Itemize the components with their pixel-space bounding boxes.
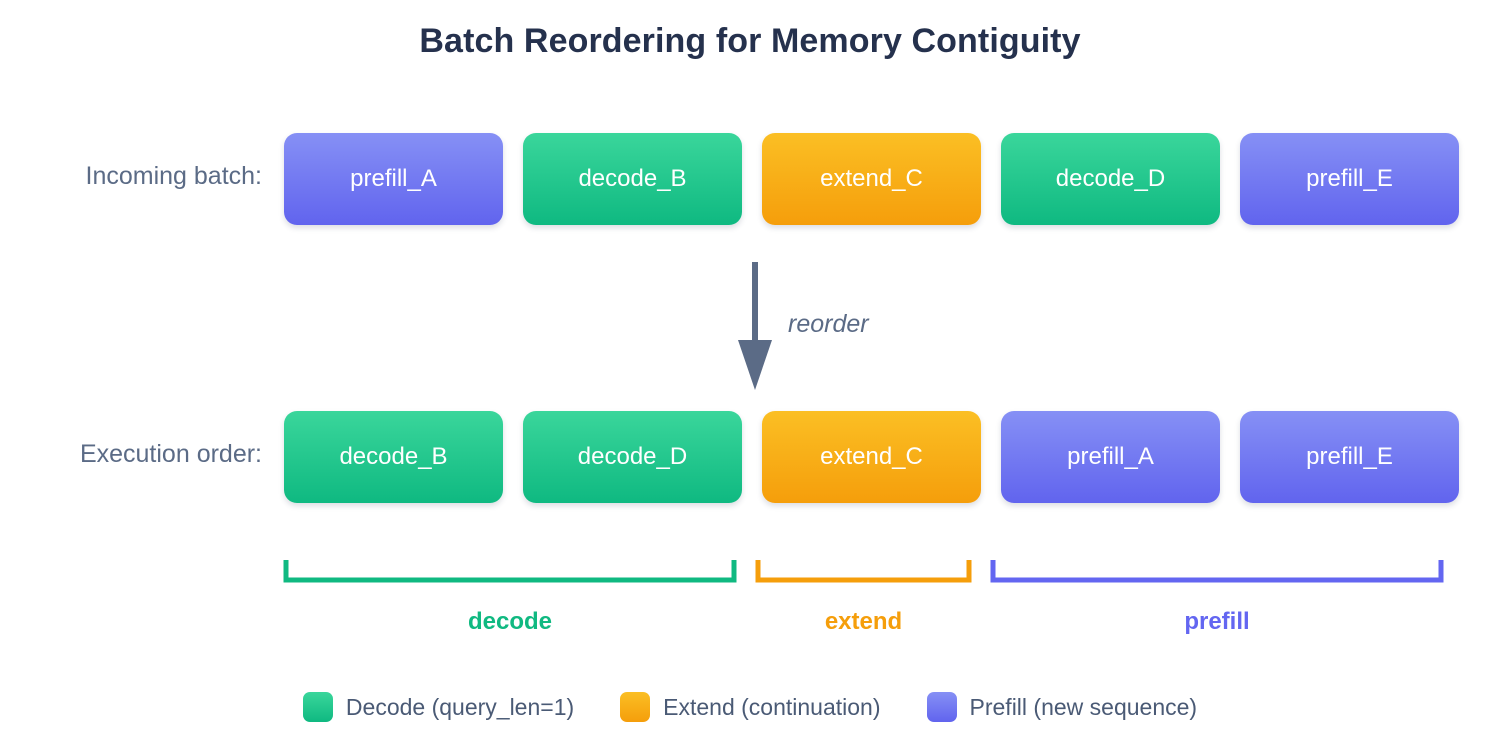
- legend-item-extend: Extend (continuation): [620, 692, 881, 722]
- legend: Decode (query_len=1) Extend (continuatio…: [0, 692, 1500, 722]
- group-label-decode: decode: [467, 608, 553, 635]
- legend-swatch-extend-icon: [620, 692, 651, 722]
- batch-box-decode-d[interactable]: decode_D: [1001, 133, 1220, 225]
- batch-box-prefill-e[interactable]: prefill_E: [1240, 133, 1459, 225]
- incoming-batch-label: Incoming batch:: [85, 162, 263, 190]
- exec-box-decode-b[interactable]: decode_B: [284, 411, 503, 503]
- bracket-decode: [283, 560, 737, 583]
- execution-order-label: Execution order:: [79, 440, 262, 468]
- legend-label-decode: Decode (query_len=1): [345, 693, 575, 720]
- legend-label-extend: Extend (continuation): [663, 693, 881, 720]
- batch-box-extend-c[interactable]: extend_C: [762, 133, 981, 225]
- exec-box-prefill-a[interactable]: prefill_A: [1001, 411, 1220, 503]
- group-label-prefill: prefill: [1184, 608, 1250, 635]
- arrow-down-icon: [738, 262, 772, 390]
- reorder-label: reorder: [788, 310, 869, 338]
- exec-box-extend-c[interactable]: extend_C: [762, 411, 981, 503]
- legend-swatch-prefill-icon: [926, 692, 957, 722]
- exec-box-prefill-e[interactable]: prefill_E: [1240, 411, 1459, 503]
- page-title: Batch Reordering for Memory Contiguity: [419, 22, 1081, 60]
- bracket-prefill: [990, 560, 1444, 583]
- execution-order-row: decode_B decode_D extend_C prefill_A pre…: [284, 411, 1459, 503]
- legend-item-decode: Decode (query_len=1): [302, 692, 575, 722]
- incoming-batch-row: prefill_A decode_B extend_C decode_D pre…: [284, 133, 1459, 225]
- batch-box-decode-b[interactable]: decode_B: [523, 133, 742, 225]
- group-brackets: [283, 560, 1444, 583]
- reorder-arrow-group: reorder: [700, 262, 940, 392]
- batch-box-prefill-a[interactable]: prefill_A: [284, 133, 503, 225]
- legend-swatch-decode-icon: [302, 692, 333, 722]
- group-label-extend: extend: [824, 608, 903, 635]
- exec-box-decode-d[interactable]: decode_D: [523, 411, 742, 503]
- bracket-extend: [755, 560, 972, 583]
- legend-label-prefill: Prefill (new sequence): [969, 693, 1198, 720]
- legend-item-prefill: Prefill (new sequence): [926, 692, 1198, 722]
